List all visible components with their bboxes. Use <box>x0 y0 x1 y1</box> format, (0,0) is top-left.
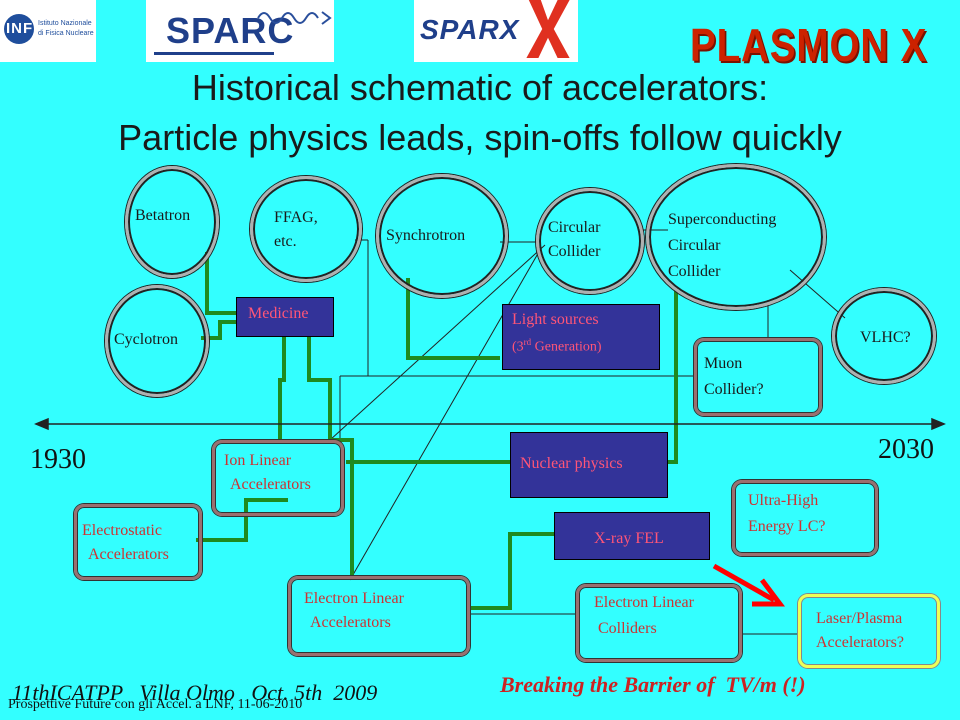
cyclotron-label: Cyclotron <box>114 331 178 348</box>
title-line1: Historical schematic of accelerators: <box>191 67 769 108</box>
node-synchrotron <box>376 174 508 298</box>
uhe-label-2: Energy LC? <box>748 518 826 535</box>
title-line2: Particle physics leads, spin-offs follow… <box>118 117 842 158</box>
light-label-2: (3rd Generation) <box>512 332 602 358</box>
node-cyclotron <box>105 285 209 397</box>
node-xray-fel <box>554 512 710 560</box>
node-superconducting-collider <box>646 164 826 310</box>
uhe-label-1: Ultra-High <box>748 492 819 509</box>
circular-label-2: Collider <box>548 243 601 260</box>
ion-label-1: Ion Linear <box>224 452 292 469</box>
timeline-end-year: 2030 <box>878 434 934 465</box>
electrostatic-label-2: Accelerators <box>88 546 169 563</box>
light-label-sup: rd <box>523 337 532 347</box>
infn-logo: INFN Istituto Nazionale di Fisica Nuclea… <box>0 0 96 62</box>
ffag-label-2: etc. <box>274 233 297 250</box>
sparc-underline <box>154 52 274 55</box>
light-label-1: Light sources <box>512 311 599 328</box>
electron-colliders-label-2: Colliders <box>598 620 657 637</box>
node-ffag <box>250 176 362 282</box>
footer-breaking: Breaking the Barrier of TV/m (!) <box>500 672 806 697</box>
laser-label-1: Laser/Plasma <box>816 610 903 627</box>
circular-label-1: Circular <box>548 219 601 236</box>
red-arrow-icon <box>712 563 785 607</box>
node-muon-collider <box>694 338 822 416</box>
node-ion-linear <box>212 440 344 516</box>
infn-logo-sub2: di Fisica Nucleare <box>38 30 94 37</box>
xfel-label: X-ray FEL <box>594 530 664 547</box>
node-laser-plasma <box>798 594 940 668</box>
node-nuclear-physics <box>510 432 668 498</box>
plasmonx-logo: PLASMON X <box>690 19 928 71</box>
node-ultra-high-energy-lc <box>732 480 878 556</box>
sc-label-2: Circular <box>668 237 721 254</box>
infn-logo-text: INFN <box>6 20 45 37</box>
sparc-logo: SPARC <box>146 0 334 62</box>
muon-label-1: Muon <box>704 355 743 372</box>
nuclear-label: Nuclear physics <box>520 455 623 472</box>
ion-label-2: Accelerators <box>230 476 311 493</box>
timeline-start-year: 1930 <box>30 444 86 475</box>
infn-logo-sub1: Istituto Nazionale <box>38 20 92 27</box>
electron-colliders-label-1: Electron Linear <box>594 594 694 611</box>
sc-label-1: Superconducting <box>668 211 777 228</box>
node-betatron <box>125 166 219 278</box>
medicine-label: Medicine <box>248 305 309 322</box>
ffag-label-1: FFAG, <box>274 209 318 226</box>
node-electron-linear-accelerators <box>288 576 470 656</box>
electrostatic-label-1: Electrostatic <box>82 522 162 539</box>
node-electron-linear-colliders <box>576 584 742 662</box>
light-label-2a: (3 <box>512 339 524 355</box>
node-vlhc <box>832 288 936 384</box>
laser-label-2: Accelerators? <box>816 634 904 651</box>
electron-linear-label-2: Accelerators <box>310 614 391 631</box>
electron-linear-label-1: Electron Linear <box>304 590 404 607</box>
node-light-sources <box>502 304 660 370</box>
node-circular-collider <box>536 188 644 294</box>
infn-emblem-icon <box>4 14 34 44</box>
footer-prospettive: Prospettive Future con gli Accel. a LNF,… <box>8 697 303 712</box>
sparx-logo-text: SPARX <box>420 14 520 45</box>
sparc-wave-icon <box>257 11 332 25</box>
betatron-label: Betatron <box>135 207 191 224</box>
sc-label-3: Collider <box>668 263 721 280</box>
muon-label-2: Collider? <box>704 381 764 398</box>
synchrotron-label: Synchrotron <box>386 227 466 244</box>
node-electrostatic <box>74 504 202 580</box>
sparx-logo: SPARX <box>414 0 578 62</box>
node-medicine <box>236 297 334 337</box>
vlhc-label: VLHC? <box>860 329 911 346</box>
footer-conference: 11thICATPP Villa Olmo Oct. 5th 2009 <box>12 680 378 705</box>
sparc-logo-text: SPARC <box>166 10 295 51</box>
light-label-2b: Generation) <box>531 339 602 355</box>
